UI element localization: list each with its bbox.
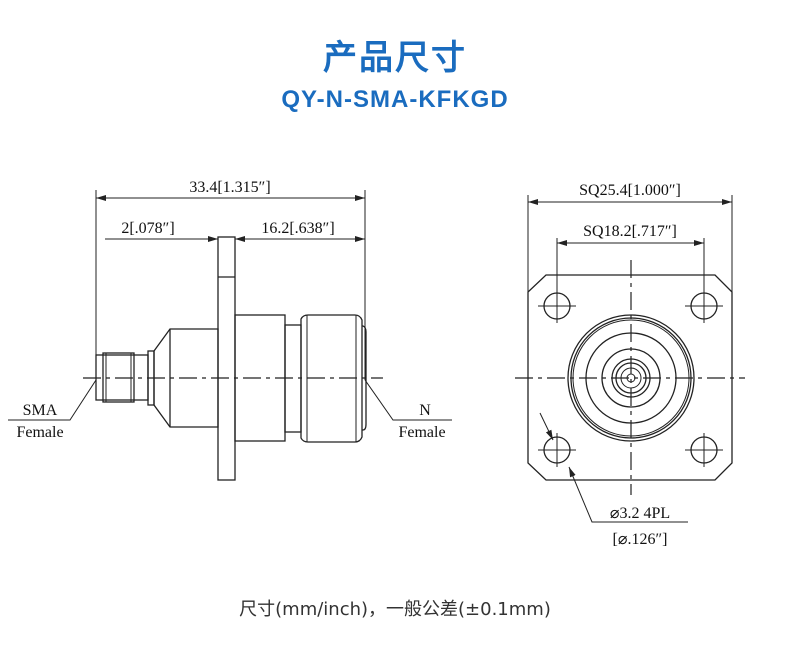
- mounting-holes: [538, 289, 723, 467]
- hole-diameter-inch-label: [⌀.126″]: [613, 531, 668, 548]
- flange: [217, 236, 236, 481]
- square-flange: [527, 274, 733, 481]
- sma-gender-label: Female: [16, 424, 63, 441]
- hole-spacing-label: SQ18.2[.717″]: [583, 223, 677, 240]
- hole-diameter-label: ⌀3.2 4PL: [610, 505, 670, 522]
- n-gender-label: Female: [398, 424, 445, 441]
- flange-size-label: SQ25.4[1.000″]: [579, 182, 681, 199]
- flange-thickness-label: 2[.078″]: [121, 220, 174, 237]
- tolerance-note: 尺寸(mm/inch)，一般公差(±0.1mm): [239, 599, 551, 620]
- side-view: 33.4[1.315″] 2[.078″] 16.2[.638″] SMA Fe…: [8, 179, 452, 481]
- sma-type-label: SMA: [23, 402, 58, 419]
- n-type-label: N: [419, 402, 431, 419]
- overall-length-label: 33.4[1.315″]: [189, 179, 270, 196]
- n-connector-nut: [300, 314, 363, 443]
- page-title: 产品尺寸: [323, 38, 467, 78]
- front-view: SQ25.4[1.000″] SQ18.2[.717″] ⌀3.2 4PL [⌀…: [515, 182, 745, 548]
- n-side-length-label: 16.2[.638″]: [261, 220, 334, 237]
- model-number: QY-N-SMA-KFKGD: [281, 86, 509, 113]
